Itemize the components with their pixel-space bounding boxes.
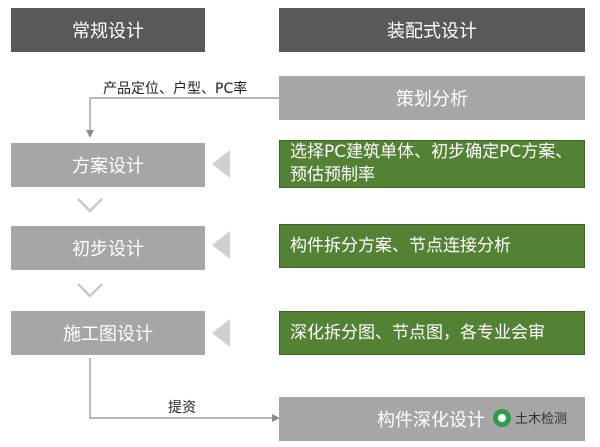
detail-construction-text: 深化拆分图、节点图，各专业会审 (290, 322, 545, 343)
detail-scheme-box: 选择PC建筑单体、初步确定PC方案、预估预制率 (279, 140, 585, 188)
component-design-box: 构件深化设计 (279, 397, 585, 441)
detail-construction-box: 深化拆分图、节点图，各专业会审 (279, 311, 585, 355)
arrow-left-icon (212, 150, 230, 178)
detail-preliminary-box: 构件拆分方案、节点连接分析 (279, 224, 585, 268)
header-conventional-design: 常规设计 (11, 8, 205, 52)
header-conventional-label: 常规设计 (72, 21, 144, 42)
chevron-down-icon (77, 198, 103, 213)
detail-preliminary-text: 构件拆分方案、节点连接分析 (290, 235, 511, 256)
wechat-logo-icon (493, 408, 511, 427)
step-construction-label: 施工图设计 (63, 324, 153, 345)
header-prefab-label: 装配式设计 (387, 21, 477, 42)
component-design-label: 构件深化设计 (377, 410, 485, 431)
connector-label-bottom: 提资 (168, 400, 196, 416)
step-scheme-design: 方案设计 (11, 143, 205, 187)
arrow-left-icon (212, 319, 230, 347)
chevron-down-icon (77, 283, 103, 298)
connector-label-top: 产品定位、户型、PC率 (103, 81, 248, 97)
step-construction-design: 施工图设计 (11, 311, 205, 355)
planning-analysis-label: 策划分析 (396, 89, 468, 110)
watermark: 土木检测 (493, 408, 567, 427)
arrow-left-icon (212, 231, 230, 259)
header-prefab-design: 装配式设计 (279, 8, 585, 52)
step-preliminary-label: 初步设计 (72, 239, 144, 260)
step-scheme-label: 方案设计 (72, 156, 144, 177)
planning-analysis-box: 策划分析 (279, 76, 585, 120)
watermark-text: 土木检测 (515, 412, 568, 427)
detail-scheme-text: 选择PC建筑单体、初步确定PC方案、预估预制率 (290, 142, 573, 185)
step-preliminary-design: 初步设计 (11, 226, 205, 270)
